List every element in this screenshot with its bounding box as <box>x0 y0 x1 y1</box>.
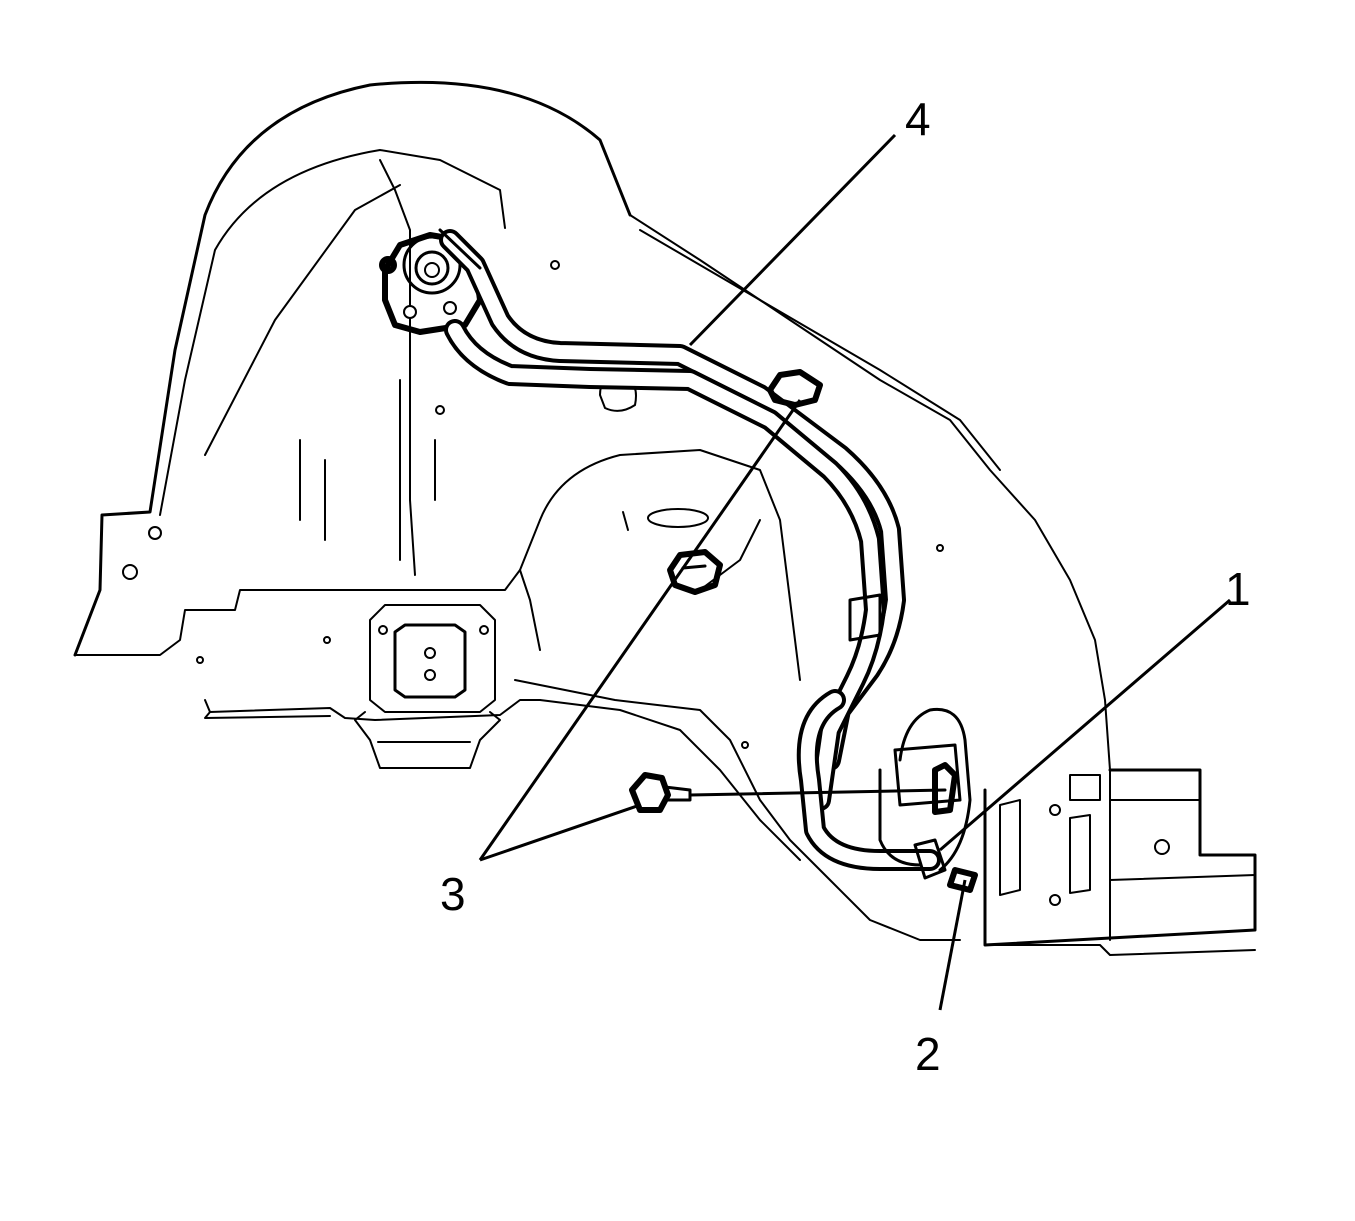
callout-3: 3 <box>440 868 466 920</box>
leader-1 <box>939 598 1231 852</box>
mount-bracket <box>354 604 501 769</box>
leader-4 <box>688 133 897 347</box>
bolt-lower <box>629 762 958 815</box>
callout-2: 2 <box>915 1028 941 1080</box>
clip-upper <box>767 369 823 408</box>
filler-hose-lower <box>796 593 978 893</box>
leader-2 <box>938 879 967 1011</box>
body-panel <box>73 80 1111 771</box>
frame-rail <box>983 768 1257 956</box>
leader-3a <box>478 399 802 861</box>
leader-3b <box>479 803 641 862</box>
clip-middle <box>667 549 723 595</box>
fuel-filler-pipe <box>438 228 906 811</box>
callout-4: 4 <box>905 93 931 145</box>
fasteners <box>629 369 958 815</box>
leader-lines <box>478 133 1231 1011</box>
callout-1: 1 <box>1225 563 1251 615</box>
panel-holes <box>122 260 1170 906</box>
